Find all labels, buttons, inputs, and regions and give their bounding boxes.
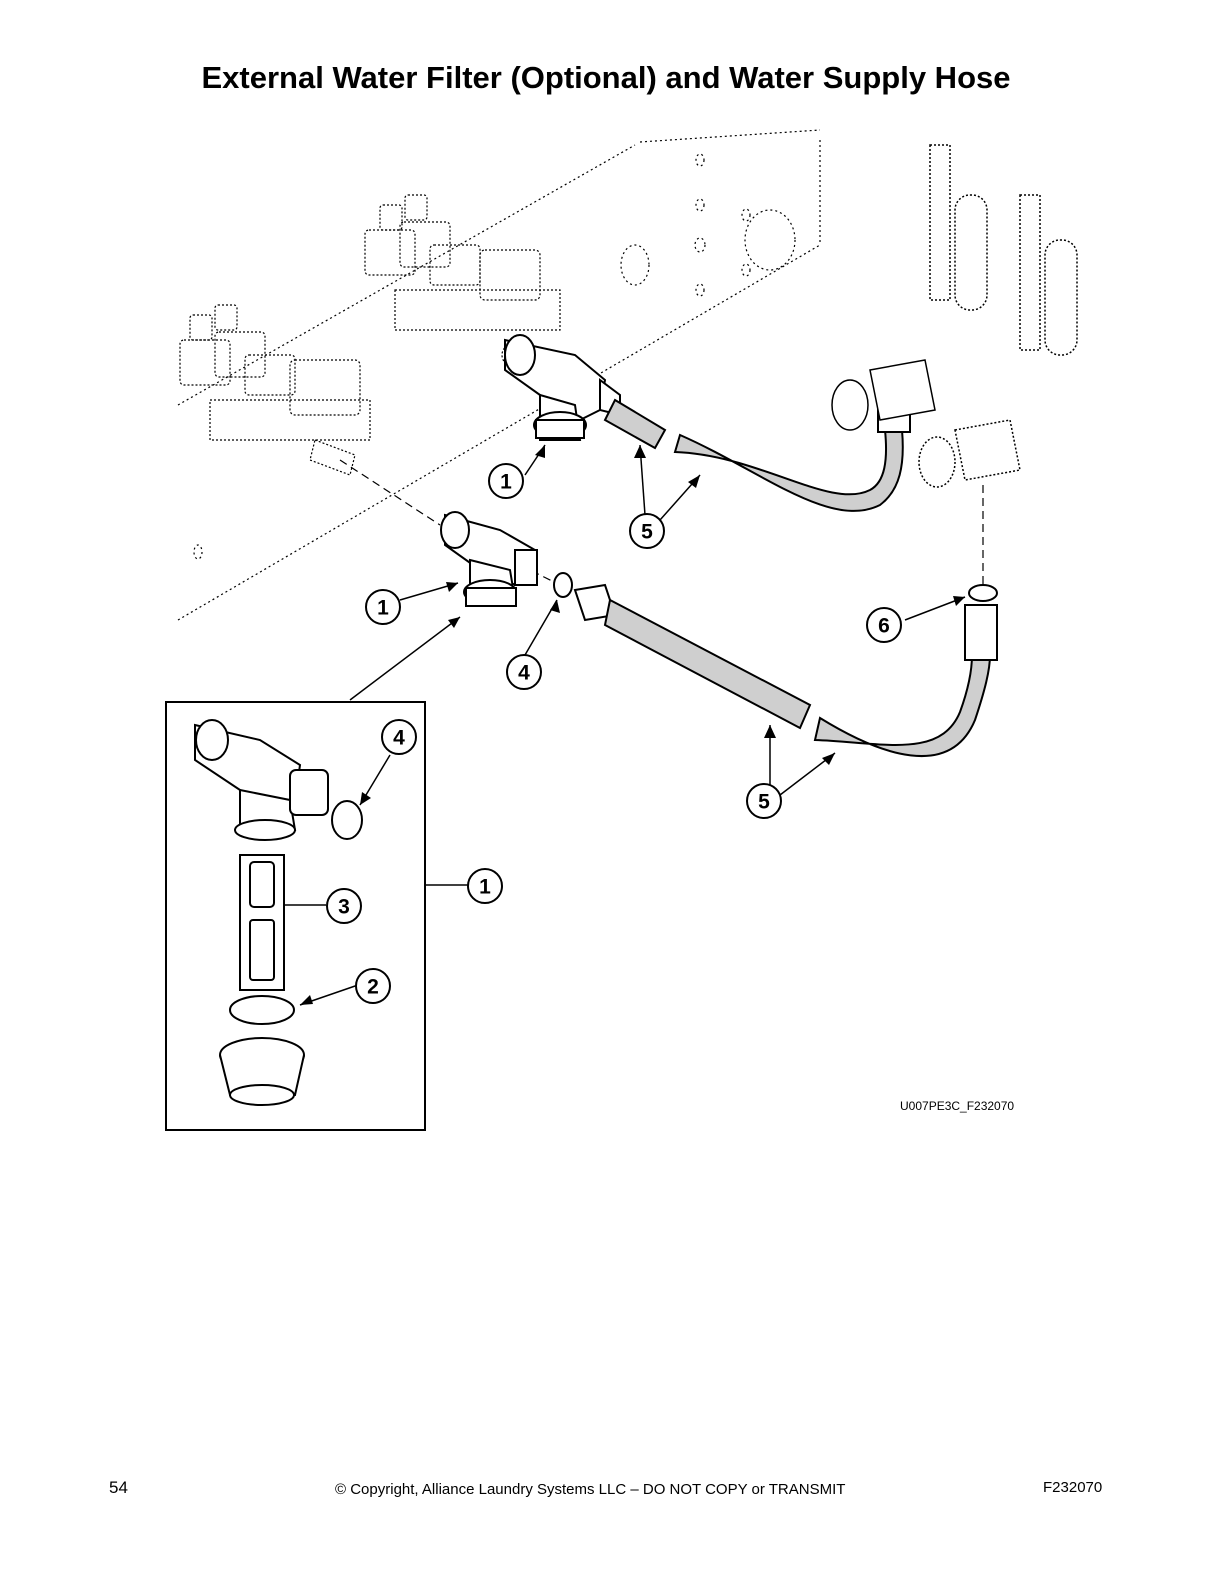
inset-filter-tee xyxy=(194,719,329,841)
page-number: 54 xyxy=(109,1478,128,1497)
callout-circles xyxy=(326,463,902,1004)
document-code: F232070 xyxy=(1043,1479,1103,1496)
callout-6: 6 xyxy=(878,615,890,638)
callout-2: 2 xyxy=(367,976,379,999)
inset-o-ring xyxy=(229,995,295,1025)
callout-4-inset: 4 xyxy=(393,727,405,750)
callout-1-upper: 1 xyxy=(500,471,512,494)
copyright-notice: © Copyright, Alliance Laundry Systems LL… xyxy=(335,1481,846,1498)
callout-5-upper: 5 xyxy=(641,521,653,544)
callout-1-inset: 1 xyxy=(479,876,491,899)
machine-panel-phantom xyxy=(177,129,821,621)
callout-4-middle: 4 xyxy=(518,662,530,685)
callout-1-middle: 1 xyxy=(377,597,389,620)
solenoid-valves-lower xyxy=(179,304,371,476)
callout-5-lower: 5 xyxy=(758,791,770,814)
page-title: External Water Filter (Optional) and Wat… xyxy=(201,60,1011,95)
figure-code: U007PE3C_F232070 xyxy=(900,1099,1015,1113)
callout-labels: 1 5 1 6 4 5 4 1 3 2 xyxy=(338,471,890,999)
installed-filter-tee xyxy=(504,334,621,441)
inset-box xyxy=(165,701,426,1131)
leader-arrowheads xyxy=(300,445,965,1005)
inset-filter-screen xyxy=(239,854,285,991)
inset-filter-cap xyxy=(219,1037,305,1106)
callout-3: 3 xyxy=(338,896,350,919)
washer-middle xyxy=(553,572,573,598)
faucets xyxy=(831,144,1078,488)
exploded-filter-tee xyxy=(440,511,538,607)
inset-washer xyxy=(331,800,363,840)
supply-hose-lower xyxy=(573,583,998,757)
